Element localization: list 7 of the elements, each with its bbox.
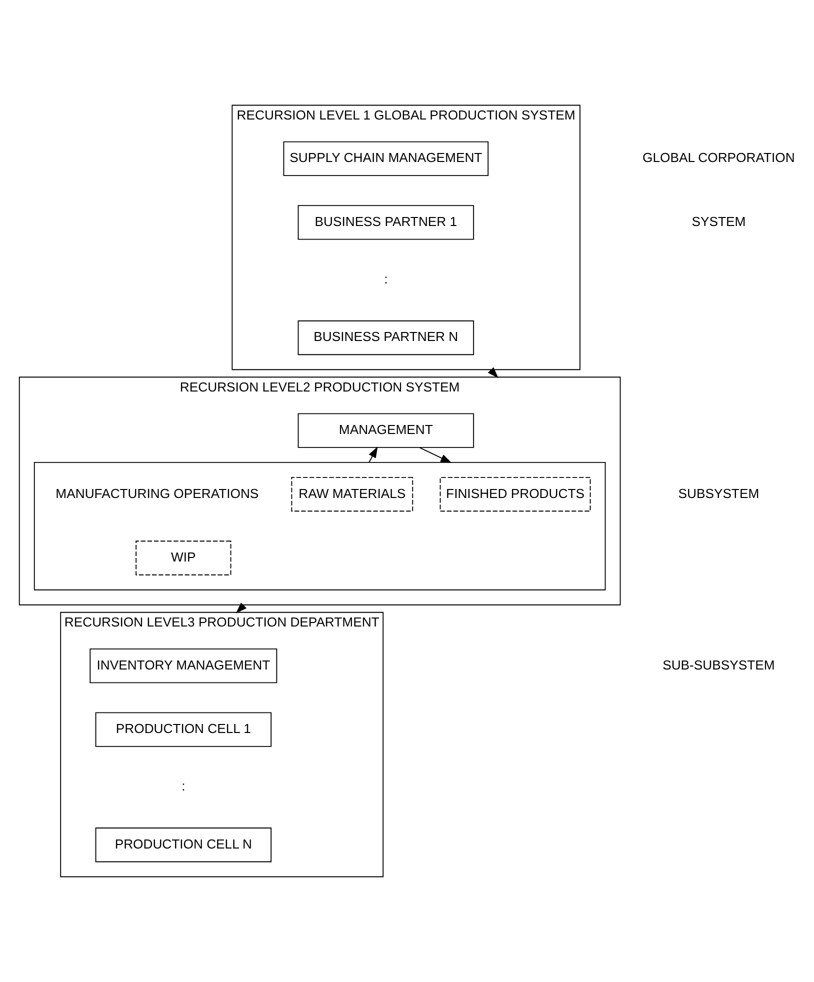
label: SUB-SUBSYSTEM — [662, 657, 775, 672]
label: : — [384, 272, 388, 287]
label: : — [182, 778, 186, 794]
node-text: MANUFACTURING OPERATIONS — [56, 486, 259, 501]
label: GLOBAL CORPORATION — [642, 150, 795, 166]
label: SUBSYSTEM — [678, 486, 760, 501]
label: SYSTEM — [692, 214, 746, 229]
